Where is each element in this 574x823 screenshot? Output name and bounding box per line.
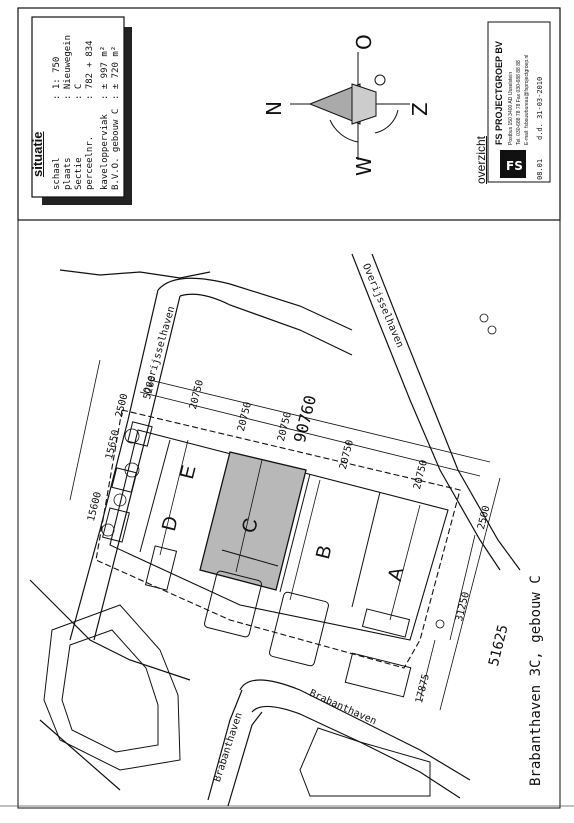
legend-value-bvo: : ± 720 m² (111, 45, 121, 100)
company-logo-mark: FS (506, 159, 523, 173)
title-block-frame (17, 7, 561, 221)
dimension-lines (69, 359, 501, 711)
compass-w: W (352, 156, 376, 176)
company-line1: Postbus 150 3400 AD IJsselstein (508, 71, 514, 145)
drawing-number: 08.01 (536, 158, 544, 180)
compass-o: O (352, 34, 376, 50)
legend-value-plaats: : Nieuwegein (63, 34, 73, 100)
legend-value-sectie: : C (74, 83, 84, 100)
parking-areas (102, 421, 412, 698)
legend-value-kavel: : ± 997 m² (100, 45, 110, 100)
legend-value-schaal: : 1: 750 (52, 56, 62, 100)
trees (101, 313, 497, 629)
compass-z: Z (408, 102, 432, 116)
legend-label-kavel: kavelopperviak (100, 114, 110, 190)
situatie-title: situatie (30, 131, 45, 177)
legend-label-schaal: schaal (52, 157, 62, 190)
north-arrow (290, 52, 410, 160)
company-logo (500, 150, 526, 178)
legend-box (31, 16, 125, 198)
parcel-outline (95, 409, 461, 669)
block-divisions (139, 439, 381, 608)
legend-value-perceelnr: : 782 + 834 (85, 40, 95, 100)
legend-label-sectie: Sectie (74, 157, 84, 190)
legend-label-plaats: plaats (63, 157, 73, 190)
drawing-date: d.d. 31-03-2010 (536, 76, 544, 140)
drawing-caption: Brabanthaven 3C, gebouw C (528, 575, 544, 786)
legend-label-bvo: B.V.O. gebouw C (111, 108, 121, 190)
compass-n: N (262, 101, 286, 116)
company-line3: E-mail: fsbouwbureau@fsprojectgroep.nl (524, 54, 530, 145)
neighbouring-buildings (43, 604, 431, 797)
company-line2: Tel. 030-688 78 78 Fax 030-688 88 88 (516, 60, 522, 145)
overzicht-label: overzicht (474, 135, 488, 184)
company-name: FS PROJECTGROEP BV (494, 41, 504, 145)
legend-label-perceelnr: perceelnr. (85, 135, 95, 190)
